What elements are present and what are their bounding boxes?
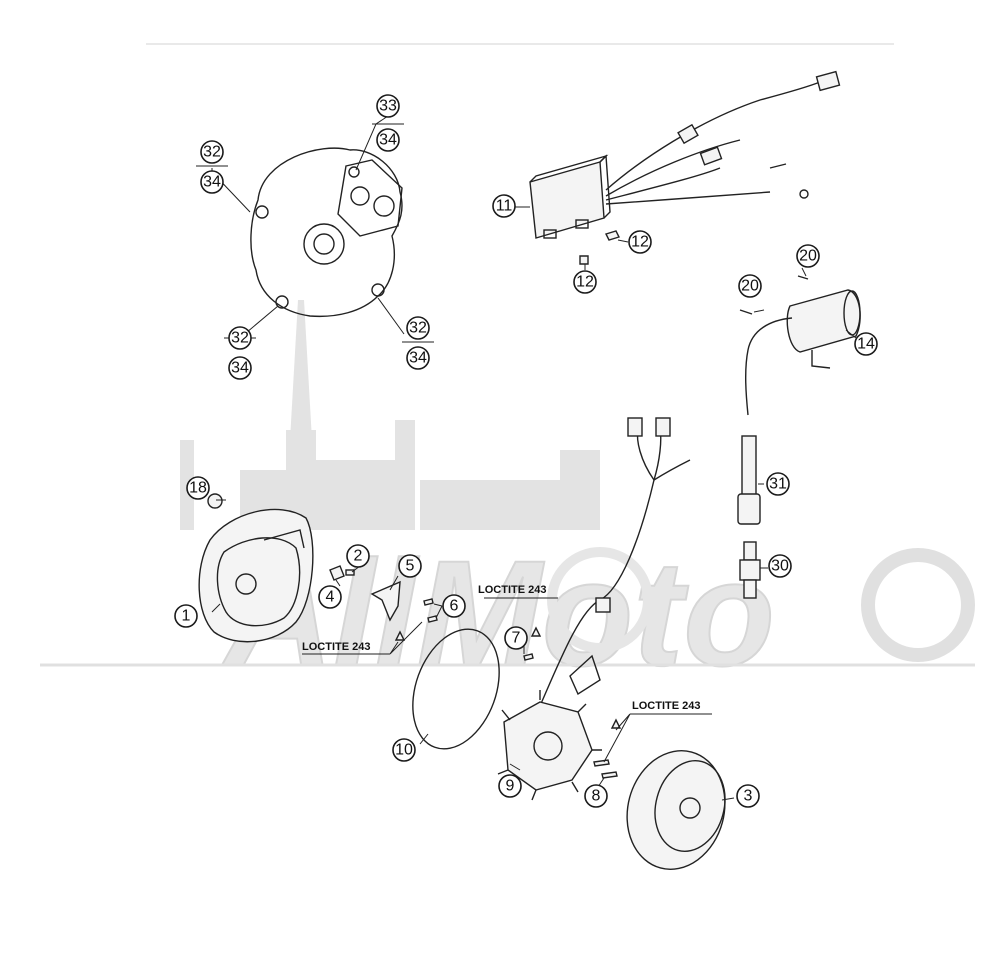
watermark-wheel-2 <box>547 547 653 653</box>
loctite-note-left: LOCTITE 243 <box>302 641 370 653</box>
callout-3: 3 <box>736 784 760 808</box>
callout-4: 4 <box>318 585 342 609</box>
watermark-wheel <box>861 548 975 662</box>
callout-18: 18 <box>186 476 210 500</box>
ignition-cover <box>250 147 403 318</box>
loctite-note-right: LOCTITE 243 <box>632 700 700 712</box>
svg-text:1: 1 <box>182 608 191 625</box>
callout-14: 14 <box>854 332 878 356</box>
svg-text:3: 3 <box>744 788 753 805</box>
flywheel <box>626 750 726 870</box>
svg-text:20: 20 <box>799 248 817 265</box>
callout-32-top-left: 32 <box>200 140 224 164</box>
screws-6 <box>394 598 438 641</box>
svg-text:10: 10 <box>395 742 413 759</box>
callout-30: 30 <box>768 554 792 578</box>
callout-32-bottom-right: 32 <box>406 316 430 340</box>
callout-20-left: 20 <box>738 274 762 298</box>
cover-plug <box>207 493 223 509</box>
watermark: AllMoto <box>40 300 975 698</box>
svg-text:5: 5 <box>406 558 415 575</box>
callout-34-bottom-left: 34 <box>228 356 252 380</box>
callout-34-top-right: 34 <box>376 128 400 152</box>
svg-text:12: 12 <box>631 234 649 251</box>
callout-10: 10 <box>392 738 416 762</box>
svg-text:32: 32 <box>203 144 221 161</box>
cdi-bolts <box>579 230 620 265</box>
svg-text:34: 34 <box>203 174 221 191</box>
callout-32-bottom-left: 32 <box>228 326 252 350</box>
bracket <box>370 580 401 622</box>
svg-text:6: 6 <box>450 598 459 615</box>
callout-8: 8 <box>584 784 608 808</box>
loctite-note-upper: LOCTITE 243 <box>478 584 546 596</box>
callout-34-bottom-right: 34 <box>406 346 430 370</box>
spark-plug-cap <box>737 435 761 525</box>
svg-text:12: 12 <box>576 274 594 291</box>
watermark-text: AllMoto <box>221 529 775 697</box>
svg-text:2: 2 <box>354 548 363 565</box>
svg-text:32: 32 <box>231 330 249 347</box>
stator <box>497 690 602 801</box>
svg-text:33: 33 <box>379 98 397 115</box>
svg-text:11: 11 <box>496 198 513 215</box>
svg-text:32: 32 <box>409 320 427 337</box>
callout-6: 6 <box>442 594 466 618</box>
stator-screws <box>523 626 622 779</box>
callout-12-right: 12 <box>628 230 652 254</box>
callout-33: 33 <box>376 94 400 118</box>
cdi-unit <box>529 154 611 239</box>
spark-plug <box>739 541 761 599</box>
callout-12-bottom: 12 <box>573 270 597 294</box>
ignition-coil <box>739 275 861 416</box>
callout-20-top: 20 <box>796 244 820 268</box>
callout-5: 5 <box>398 554 422 578</box>
svg-text:34: 34 <box>409 350 427 367</box>
callout-11: 11 <box>492 194 516 218</box>
svg-text:4: 4 <box>326 589 335 606</box>
svg-text:34: 34 <box>379 132 397 149</box>
svg-text:20: 20 <box>741 278 759 295</box>
generator-cover <box>198 508 314 643</box>
callout-7: 7 <box>504 626 528 650</box>
callout-1: 1 <box>174 604 198 628</box>
svg-text:31: 31 <box>769 476 787 493</box>
callout-2: 2 <box>346 544 370 568</box>
stator-wire <box>539 417 691 707</box>
callout-31: 31 <box>766 472 790 496</box>
key-part <box>329 565 345 581</box>
svg-text:34: 34 <box>231 360 249 377</box>
svg-text:14: 14 <box>857 336 875 353</box>
callout-9: 9 <box>498 774 522 798</box>
callout-34-top-left: 34 <box>200 170 224 194</box>
svg-text:18: 18 <box>189 480 207 497</box>
o-ring <box>412 628 500 750</box>
svg-text:30: 30 <box>771 558 789 575</box>
svg-text:7: 7 <box>512 630 521 647</box>
svg-text:9: 9 <box>506 778 515 795</box>
svg-text:8: 8 <box>592 788 601 805</box>
wiring-harness <box>605 70 841 205</box>
small-screw <box>345 569 355 576</box>
watermark-skyline <box>180 300 600 530</box>
